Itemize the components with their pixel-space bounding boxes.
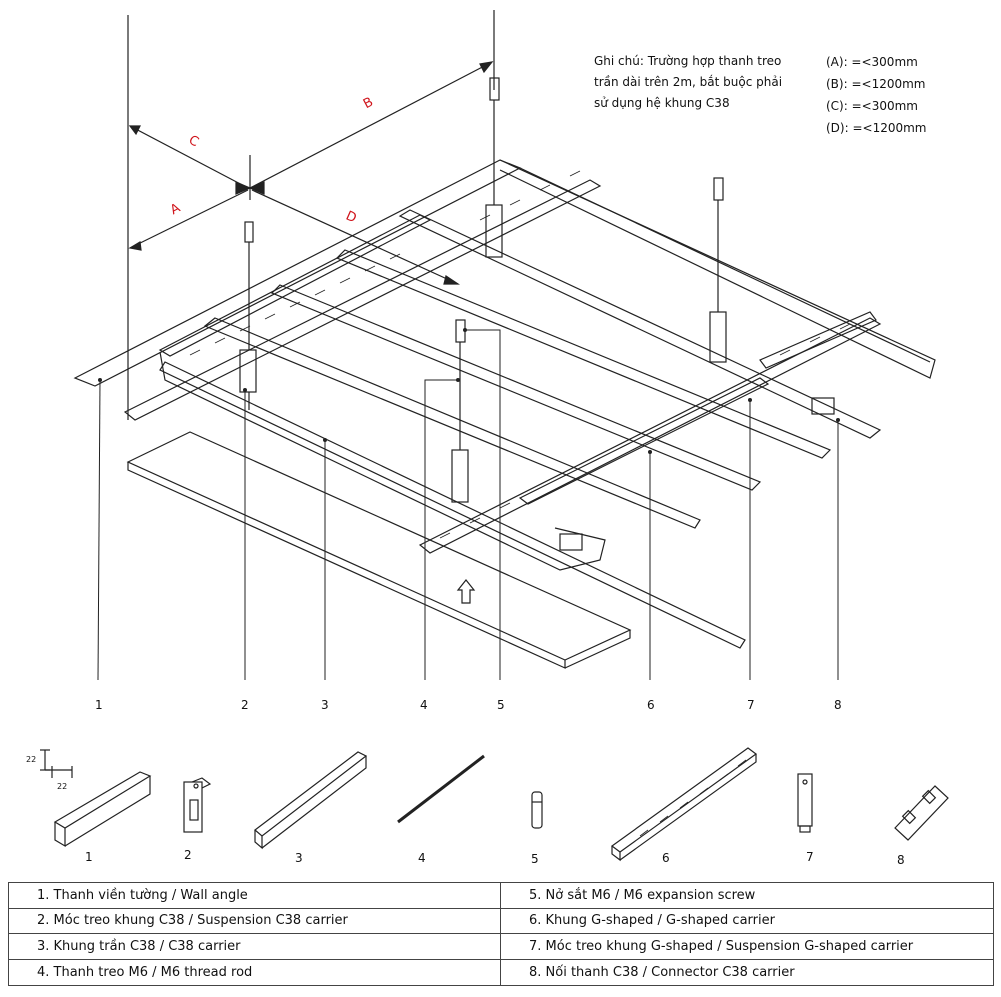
arrowhead	[128, 125, 141, 136]
legend-item-6: 6. Khung G-shaped / G-shaped carrier	[501, 909, 993, 934]
legend-item-2: 2. Móc treo khung C38 / Suspension C38 c…	[9, 908, 501, 934]
hanger-rod-back	[485, 77, 503, 258]
part-1-wall-angle-drawing	[40, 749, 152, 848]
g-carrier	[203, 317, 701, 529]
note-line: trần dài trên 2m, bắt buộc phải	[594, 75, 783, 89]
g-carrier	[335, 249, 832, 459]
limit-c: (C): =<300mm	[826, 99, 918, 113]
installation-note: Ghi chú: Trường hợp thanh treo trần dài …	[594, 51, 794, 114]
g-carrier	[518, 377, 770, 505]
hanger-rod-right	[709, 177, 727, 363]
part-number-7: 7	[806, 850, 814, 864]
part-number-3: 3	[295, 851, 303, 865]
callout-8: 8	[834, 698, 842, 712]
g-carrier	[123, 179, 602, 421]
callout-7: 7	[747, 698, 755, 712]
ceiling-assembly-drawing	[40, 10, 949, 862]
connector-c38	[811, 397, 835, 415]
c38-carrier	[158, 214, 432, 357]
dimension-line-d	[251, 189, 459, 285]
part-6-g-carrier-drawing	[610, 747, 758, 862]
part-number-1: 1	[85, 850, 93, 864]
part-7-suspension-g-drawing	[797, 773, 813, 833]
note-line: Ghi chú: Trường hợp thanh treo	[594, 54, 782, 68]
connector-c38	[559, 533, 583, 551]
callout-4: 4	[420, 698, 428, 712]
legend-item-8: 8. Nối thanh C38 / Connector C38 carrier	[529, 964, 795, 980]
dimension-limits: (A): =<300mm (B): =<1200mm (C): =<300mm …	[826, 51, 927, 139]
callout-2: 2	[241, 698, 249, 712]
arrowhead	[128, 241, 142, 251]
legend-item-1: 1. Thanh viền tường / Wall angle	[9, 883, 501, 909]
wall-angle-height: 22	[26, 755, 37, 764]
g-carrier	[759, 311, 877, 369]
g-carrier	[418, 317, 882, 554]
callout-5: 5	[497, 698, 505, 712]
callout-3: 3	[321, 698, 329, 712]
legend-item-4: 4. Thanh treo M6 / M6 thread rod	[9, 959, 501, 985]
part-3-c38-carrier-drawing	[254, 751, 368, 850]
part-number-8: 8	[897, 853, 905, 867]
dimension-line-a	[129, 189, 249, 249]
limit-d: (D): =<1200mm	[826, 121, 927, 135]
wall-angle-width: 22	[57, 782, 68, 791]
arrowhead	[235, 181, 252, 195]
c38-carrier-face	[159, 351, 606, 571]
note-line: sử dụng hệ khung C38	[594, 96, 730, 110]
limit-a: (A): =<300mm	[826, 55, 918, 69]
part-4-thread-rod-drawing	[397, 754, 485, 824]
part-2-suspension-c38-drawing	[183, 777, 212, 833]
part-number-2: 2	[184, 848, 192, 862]
legend-item-7: 7. Móc treo khung G-shaped / Suspension …	[501, 934, 993, 960]
hanger-rod-center	[451, 319, 469, 503]
legend-item-5: 5. Nở sắt M6 / M6 expansion screw	[501, 883, 993, 909]
callout-6: 6	[647, 698, 655, 712]
part-number-4: 4	[418, 851, 426, 865]
g-carrier	[270, 284, 762, 491]
arrowhead	[443, 275, 460, 285]
parts-legend-table: 1. Thanh viền tường / Wall angle 5. Nở s…	[8, 882, 994, 986]
arrowhead	[248, 181, 265, 195]
legend-item-3: 3. Khung trần C38 / C38 carrier	[9, 934, 501, 960]
ceiling-panel	[126, 431, 632, 661]
callout-1: 1	[95, 698, 103, 712]
c38-carrier	[398, 209, 882, 439]
limit-b: (B): =<1200mm	[826, 77, 926, 91]
dimension-line-b	[249, 61, 493, 189]
c38-carrier	[159, 361, 746, 649]
dimension-line-c	[129, 125, 249, 189]
up-arrow-icon	[456, 579, 476, 604]
part-number-6: 6	[662, 851, 670, 865]
part-8-connector-drawing	[894, 785, 949, 841]
part-number-5: 5	[531, 852, 539, 866]
hanger-rod-left	[239, 221, 257, 410]
arrowhead	[479, 61, 494, 74]
part-5-expansion-screw-drawing	[531, 791, 543, 829]
